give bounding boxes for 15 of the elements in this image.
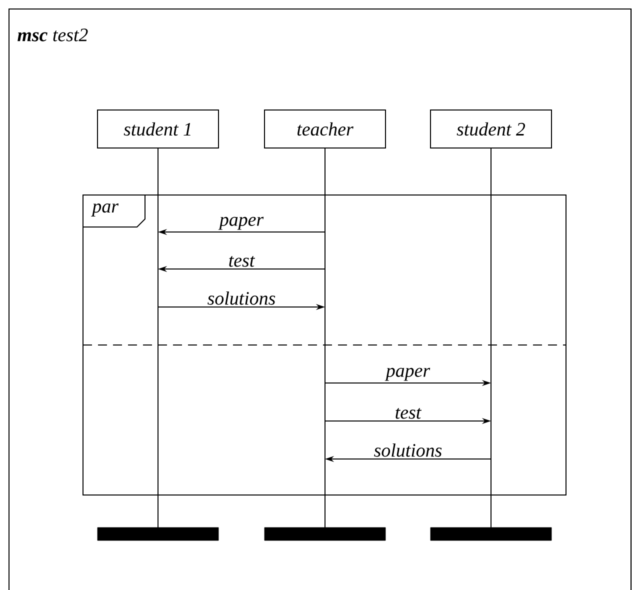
- message-label: test: [396, 408, 422, 419]
- message-label: solutions: [208, 291, 276, 305]
- message-label: solutions: [374, 443, 442, 457]
- lifeline: [324, 147, 326, 529]
- instance-box: student 1: [97, 110, 219, 148]
- message-label: paper: [384, 368, 430, 381]
- instance-box: teacher: [264, 110, 386, 148]
- instance-end-bar: [430, 527, 552, 541]
- instance-end-bar: [264, 527, 386, 541]
- instance-box: student 2: [430, 110, 552, 148]
- operator-label: par: [91, 204, 119, 216]
- message-label: paper: [218, 216, 264, 230]
- message-label: test: [229, 256, 256, 267]
- lifeline: [490, 147, 492, 529]
- instance-end-bar: [97, 527, 219, 541]
